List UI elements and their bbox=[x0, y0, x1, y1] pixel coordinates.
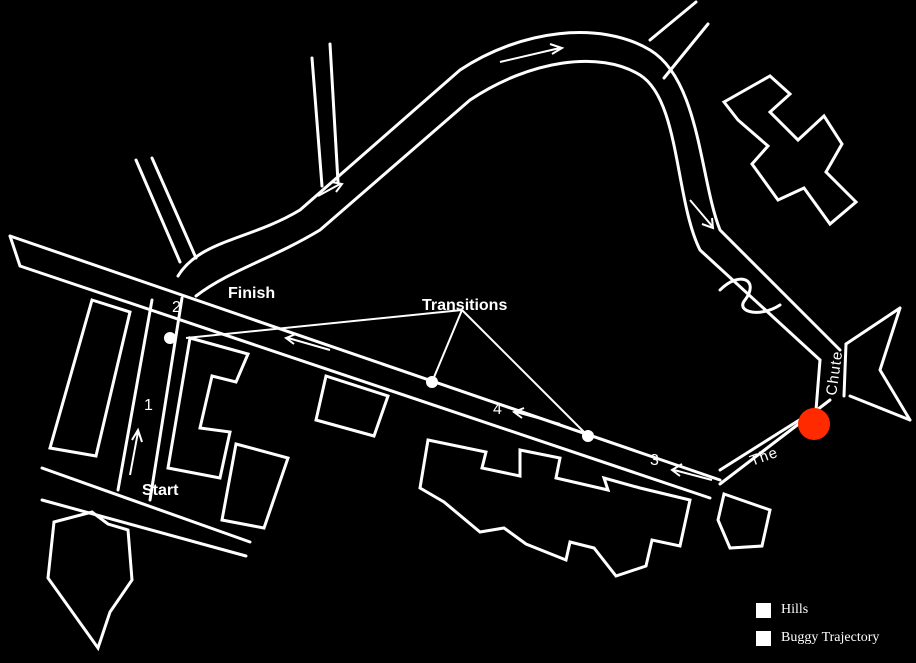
roads bbox=[8, 0, 912, 558]
segment-label-2: 2 bbox=[172, 299, 181, 316]
arrow-return-1 bbox=[283, 333, 331, 351]
arrow-return-2 bbox=[511, 407, 561, 425]
finish-label: Finish bbox=[228, 285, 275, 302]
chute-location-marker bbox=[798, 408, 830, 440]
segment-label-1: 1 bbox=[144, 397, 153, 414]
legend: Hills Buggy Trajectory bbox=[756, 598, 916, 654]
arrow-loop-top bbox=[499, 43, 565, 63]
transitions-label: Transitions bbox=[422, 297, 507, 314]
white-square-icon bbox=[756, 602, 771, 618]
segment-label-4: 4 bbox=[493, 401, 502, 418]
arrow-segment-1 bbox=[129, 427, 143, 476]
legend-item-hills: Hills bbox=[756, 598, 916, 622]
segment-label-3: 3 bbox=[650, 452, 659, 469]
transition-callouts bbox=[185, 309, 589, 437]
white-square-icon bbox=[756, 630, 771, 646]
buildings bbox=[46, 74, 859, 652]
legend-label: Hills bbox=[781, 602, 809, 617]
arrow-loop-right bbox=[689, 199, 715, 230]
transition-point-2 bbox=[426, 376, 438, 388]
legend-label: Buggy Trajectory bbox=[781, 630, 880, 645]
legend-item-buggy-trajectory: Buggy Trajectory bbox=[756, 626, 916, 650]
transition-point-1 bbox=[164, 332, 176, 344]
transition-point-3 bbox=[582, 430, 594, 442]
arrow-return-3 bbox=[670, 463, 713, 481]
direction-arrows bbox=[129, 43, 715, 481]
start-label: Start bbox=[142, 482, 179, 499]
arrow-loop-start bbox=[317, 181, 344, 197]
chute-label-chute: Chute bbox=[823, 350, 846, 397]
